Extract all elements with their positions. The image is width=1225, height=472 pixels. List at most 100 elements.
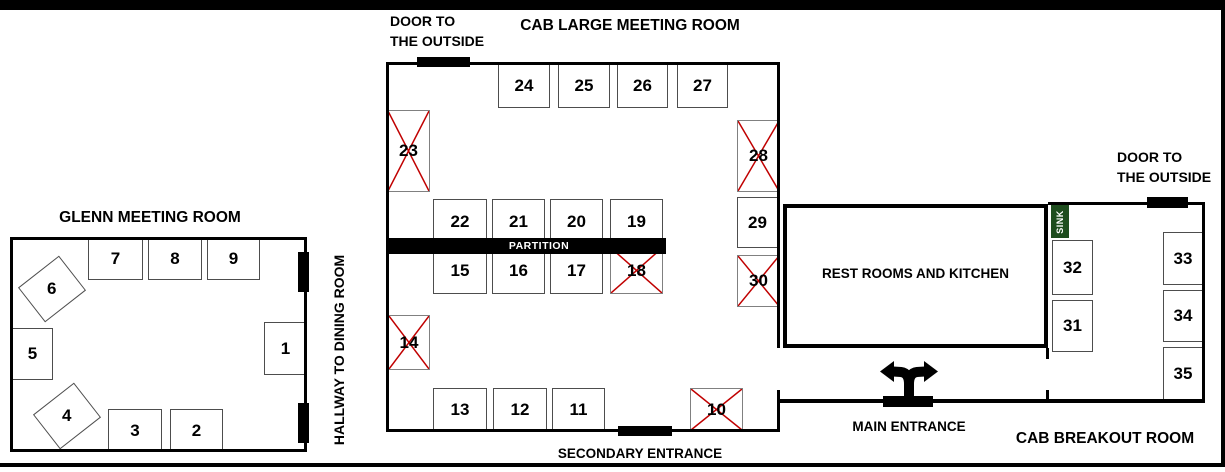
hallway-to-dining-room-label: HALLWAY TO DINING ROOM	[331, 254, 347, 446]
breakout-wall-left-upper-stub	[1046, 348, 1049, 359]
table-number: 10	[707, 399, 726, 419]
cab-large-wall-right-upper	[777, 62, 780, 348]
table-19: 19	[610, 199, 663, 245]
main-entrance-label: MAIN ENTRANCE	[852, 419, 966, 434]
sink-label: SINK	[1055, 209, 1066, 234]
table-1: 1	[264, 322, 307, 375]
table-number: 34	[1173, 306, 1193, 325]
glenn-wall-right	[304, 237, 307, 452]
cab-breakout-room-title: CAB BREAKOUT ROOM	[1015, 430, 1195, 447]
table-number: 18	[627, 260, 646, 280]
restrooms-kitchen-label: REST ROOMS AND KITCHEN	[821, 266, 1009, 281]
table-4: 4	[32, 382, 102, 450]
table-31: 31	[1052, 300, 1093, 352]
table-32: 32	[1052, 240, 1093, 295]
door-to-outside-left-label: DOOR TO THE OUTSIDE	[390, 11, 484, 51]
cab-large-room-title: CAB LARGE MEETING ROOM	[520, 17, 740, 34]
table-22: 22	[433, 199, 487, 245]
glenn-wall-bottom	[10, 449, 307, 452]
table-number: 17	[567, 260, 586, 280]
table-number: 28	[749, 146, 768, 165]
door-to-outside-left-line2: THE OUTSIDE	[390, 33, 485, 49]
crossed-out-mark	[738, 121, 779, 191]
table-number: 22	[450, 212, 470, 231]
frame-top-bar	[0, 0, 1225, 10]
breakout-wall-top	[1048, 202, 1205, 205]
entrance-directions-arrow-icon	[880, 361, 938, 400]
restrooms-kitchen-room	[783, 204, 1048, 348]
breakout-wall-right	[1202, 202, 1205, 403]
glenn-wall-top	[10, 237, 307, 240]
partition-bar: PARTITION	[386, 238, 666, 254]
cab-large-wall-bottom	[386, 429, 780, 432]
table-number: 15	[450, 260, 470, 280]
table-5: 5	[12, 328, 53, 380]
table-number: 13	[450, 399, 470, 419]
table-number: 30	[749, 271, 768, 290]
secondary-entrance-door	[618, 426, 672, 436]
table-number: 27	[693, 76, 712, 95]
table-number: 4	[62, 406, 72, 425]
table-number: 33	[1173, 248, 1193, 268]
sink-marker: SINK	[1051, 205, 1069, 238]
crossed-out-mark	[691, 389, 742, 430]
crossed-out-mark	[389, 316, 429, 369]
table-29: 29	[737, 197, 778, 248]
glenn-room-title: GLENN MEETING ROOM	[59, 209, 241, 226]
table-15: 15	[433, 247, 487, 294]
main-entrance-door	[883, 396, 933, 407]
table-number: 20	[567, 212, 586, 231]
breakout-door-to-outside	[1147, 197, 1188, 208]
table-12: 12	[493, 388, 547, 431]
table-27: 27	[677, 64, 728, 108]
table-number: 35	[1173, 363, 1193, 383]
door-to-outside-right-label: DOOR TO THE OUTSIDE	[1117, 147, 1211, 187]
table-number: 14	[399, 332, 419, 352]
table-25: 25	[558, 64, 610, 108]
table-number: 9	[228, 249, 239, 268]
table-number: 25	[574, 76, 594, 95]
table-number: 8	[170, 249, 180, 268]
table-3: 3	[108, 409, 162, 452]
crossed-out-mark	[611, 248, 662, 293]
glenn-wall-left	[10, 237, 13, 452]
door-to-outside-left-line1: DOOR TO	[390, 13, 456, 29]
table-number: 16	[509, 260, 528, 280]
table-18: 18	[610, 247, 663, 294]
table-number: 11	[569, 399, 588, 419]
table-13: 13	[433, 388, 487, 431]
cab-large-wall-right-lower	[777, 390, 780, 432]
table-number: 2	[191, 420, 202, 440]
table-number: 26	[633, 76, 652, 95]
glenn-door-upper	[298, 252, 309, 292]
table-16: 16	[492, 247, 545, 294]
table-35: 35	[1163, 347, 1203, 400]
table-number: 19	[627, 212, 646, 231]
table-number: 1	[280, 338, 291, 358]
door-to-outside-right-line2: THE OUTSIDE	[1117, 169, 1212, 185]
frame-right-bar	[1221, 0, 1225, 467]
building-wall-bottom-right	[780, 399, 1205, 403]
door-to-outside-right-line1: DOOR TO	[1117, 149, 1183, 165]
table-number: 5	[27, 344, 38, 363]
table-6: 6	[17, 255, 87, 323]
table-number: 3	[130, 420, 140, 440]
table-17: 17	[550, 247, 603, 294]
table-number: 12	[510, 399, 530, 419]
crossed-out-mark	[388, 111, 429, 191]
table-28: 28	[737, 120, 780, 192]
table-14: 14	[388, 315, 430, 370]
breakout-wall-left-lower-stub	[1046, 390, 1049, 402]
table-7: 7	[88, 238, 143, 280]
table-number: 7	[110, 249, 121, 268]
table-34: 34	[1163, 290, 1203, 342]
table-number: 6	[47, 279, 57, 298]
table-number: 31	[1063, 316, 1082, 335]
cab-large-wall-top	[386, 62, 780, 65]
cab-large-door-to-outside	[417, 57, 470, 67]
table-10: 10	[690, 388, 743, 431]
frame-bottom-bar	[0, 463, 1225, 467]
table-33: 33	[1163, 232, 1203, 285]
table-26: 26	[617, 64, 668, 108]
